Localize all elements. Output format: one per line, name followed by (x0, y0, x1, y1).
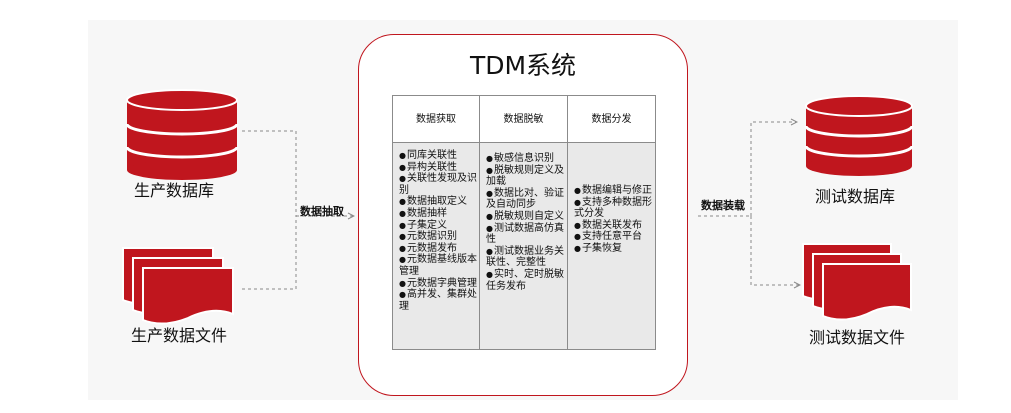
production-db-label: 生产数据库 (134, 181, 215, 200)
test-db-label: 测试数据库 (815, 187, 896, 206)
right-db-connector (750, 122, 797, 216)
list-item: 敏感信息识别 (486, 153, 566, 165)
column-header: 数据脱敏 (479, 95, 568, 142)
list-item: 测试数据业务关联性、完整性 (486, 246, 566, 269)
column-data-acquisition: 数据获取 同库关联性 异构关联性 关联性发现及识别 数据抽取定义 数据抽样 子集… (392, 95, 480, 350)
list-item: 脱敏规则定义及加载 (486, 165, 566, 188)
right-connectors (698, 122, 800, 285)
column-body: 数据编辑与修正 支持多种数据形式分发 数据关联发布 支持任意平台 子集恢复 (567, 142, 656, 350)
list-item: 支持任意平台 (574, 231, 654, 243)
left-db-connector (242, 130, 297, 216)
extract-flow-label: 数据抽取 (300, 205, 344, 218)
load-flow-label: 数据装载 (701, 199, 745, 212)
list-item: 数据抽样 (399, 208, 477, 220)
tdm-title: TDM系统 (469, 51, 577, 80)
list-item: 高并发、集群处理 (399, 289, 477, 312)
list-item: 支持多种数据形式分发 (574, 197, 654, 220)
left-file-connector (242, 216, 297, 290)
list-item: 数据比对、验证及自动同步 (486, 188, 566, 211)
feature-list: 敏感信息识别 脱敏规则定义及加载 数据比对、验证及自动同步 脱敏规则自定义 测试… (486, 153, 566, 292)
left-connectors (242, 130, 354, 290)
feature-list: 数据编辑与修正 支持多种数据形式分发 数据关联发布 支持任意平台 子集恢复 (574, 185, 654, 255)
column-header: 数据获取 (392, 95, 480, 142)
list-item: 子集定义 (399, 220, 477, 232)
database-icon (804, 95, 914, 176)
production-file-label: 生产数据文件 (131, 326, 228, 345)
right-file-connector (750, 216, 800, 285)
list-item: 元数据识别 (399, 231, 477, 243)
list-item: 元数据基线版本管理 (399, 254, 477, 277)
column-data-distribution: 数据分发 数据编辑与修正 支持多种数据形式分发 数据关联发布 支持任意平台 子集… (567, 95, 656, 350)
list-item: 异构关联性 (399, 162, 477, 174)
column-data-masking: 数据脱敏 敏感信息识别 脱敏规则定义及加载 数据比对、验证及自动同步 脱敏规则自… (479, 95, 568, 350)
list-item: 数据关联发布 (574, 220, 654, 232)
list-item: 子集恢复 (574, 243, 654, 255)
database-icon (125, 89, 239, 180)
list-item: 数据编辑与修正 (574, 185, 654, 197)
list-item: 测试数据高仿真性 (486, 223, 566, 246)
test-file-label: 测试数据文件 (809, 328, 906, 347)
list-item: 关联性发现及识别 (399, 173, 477, 196)
file-stack-icon (802, 243, 912, 321)
list-item: 脱敏规则自定义 (486, 211, 566, 223)
list-item: 元数据发布 (399, 243, 477, 255)
list-item: 同库关联性 (399, 150, 477, 162)
feature-list: 同库关联性 异构关联性 关联性发现及识别 数据抽取定义 数据抽样 子集定义 元数… (399, 150, 477, 312)
list-item: 数据抽取定义 (399, 196, 477, 208)
column-body: 敏感信息识别 脱敏规则定义及加载 数据比对、验证及自动同步 脱敏规则自定义 测试… (479, 142, 568, 350)
list-item: 实时、定时脱敏任务发布 (486, 269, 566, 292)
tdm-feature-table: 数据获取 同库关联性 异构关联性 关联性发现及识别 数据抽取定义 数据抽样 子集… (392, 95, 656, 350)
file-stack-icon (122, 247, 234, 325)
column-header: 数据分发 (567, 95, 656, 142)
column-body: 同库关联性 异构关联性 关联性发现及识别 数据抽取定义 数据抽样 子集定义 元数… (392, 142, 480, 350)
list-item: 元数据字典管理 (399, 278, 477, 290)
